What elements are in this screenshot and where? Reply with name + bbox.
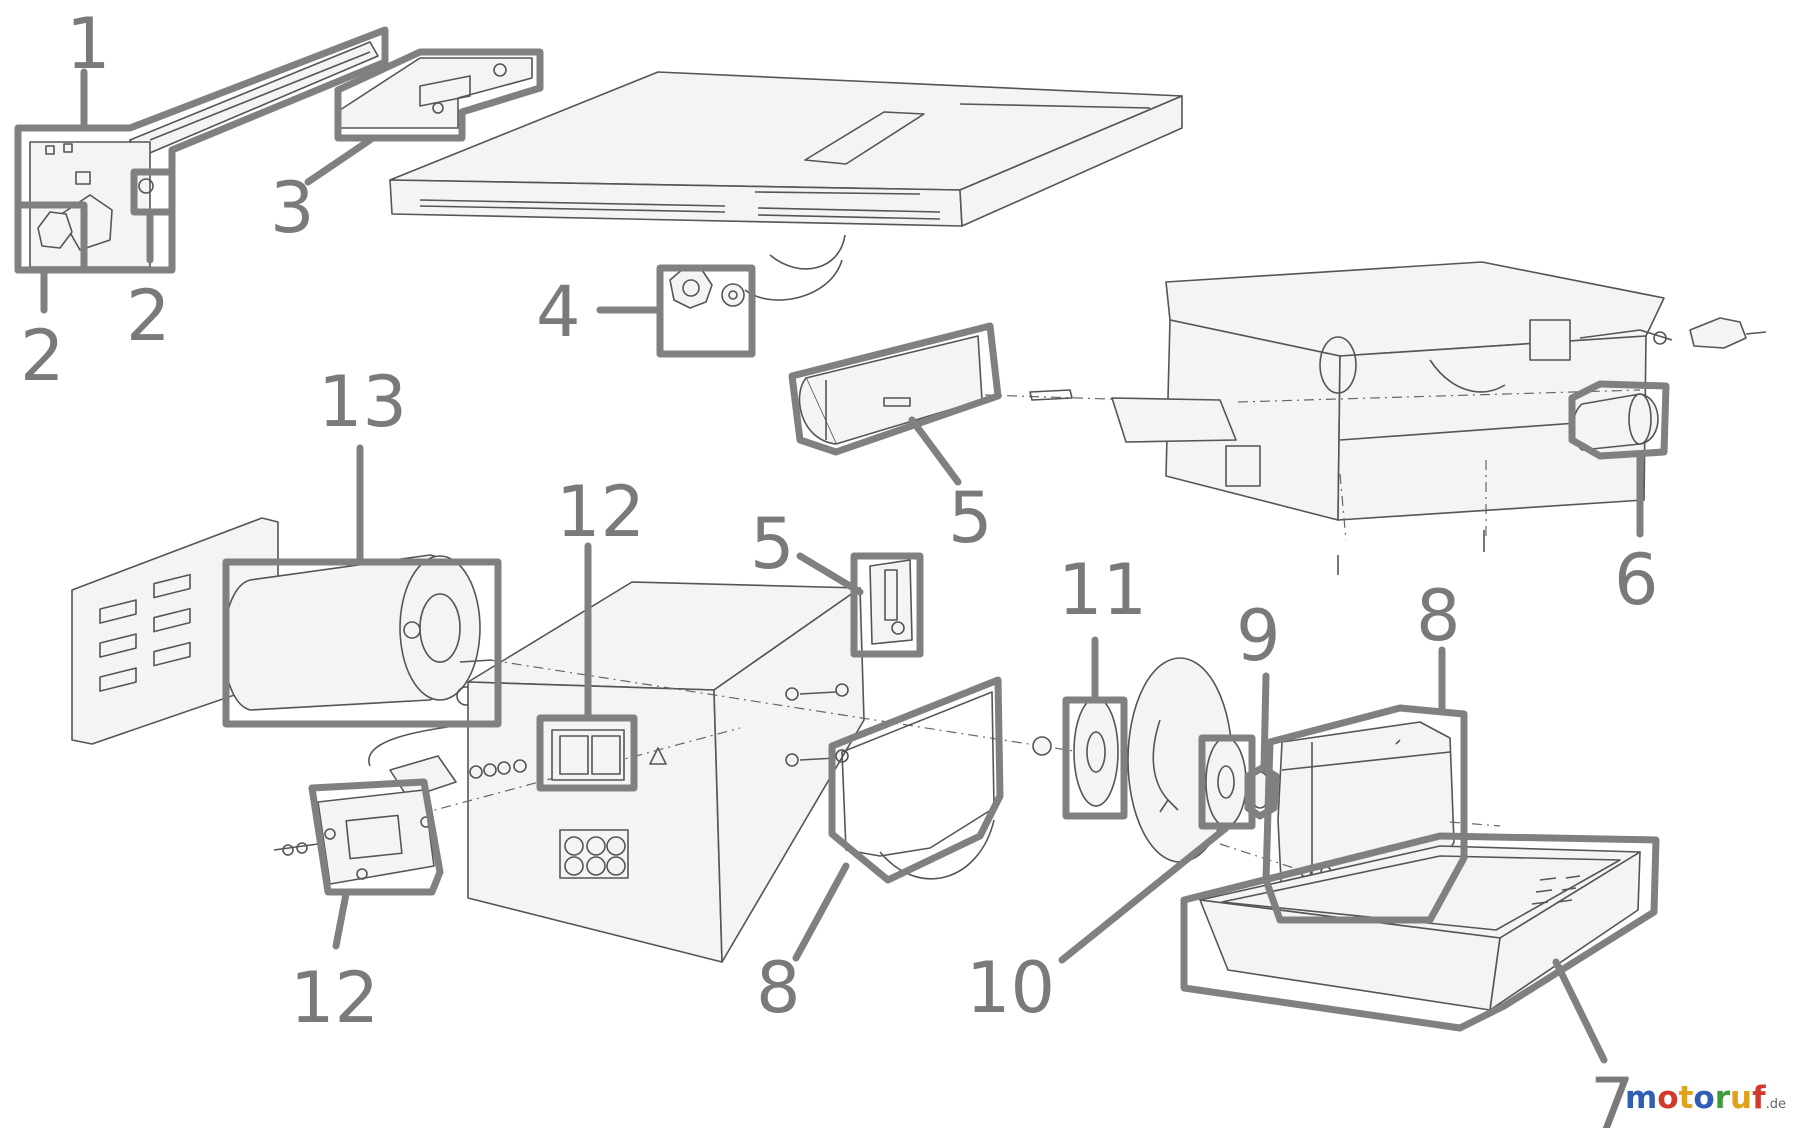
lock-knob-drawing	[669, 267, 745, 309]
logo-letter: u	[1730, 1080, 1753, 1116]
part-13-frame	[222, 444, 502, 728]
riving-bracket-drawing	[869, 559, 913, 645]
label-1: 1	[66, 3, 111, 85]
part-12-frame-b	[308, 778, 444, 950]
part-2-frame-b	[130, 168, 176, 264]
part-7-frame	[1180, 832, 1660, 1064]
logo-letter: o	[1657, 1080, 1679, 1116]
logo-letter: o	[1693, 1080, 1715, 1116]
blade-assembly-drawing	[1032, 657, 1271, 863]
label-6: 6	[1614, 539, 1659, 621]
label-5-a: 5	[948, 477, 993, 559]
logo-letter: m	[1624, 1080, 1658, 1116]
logo-letter: r	[1714, 1080, 1731, 1116]
label-5-b: 5	[750, 503, 795, 585]
label-9: 9	[1236, 595, 1281, 677]
label-2-b: 2	[126, 275, 171, 357]
label-8-b: 8	[1416, 575, 1461, 657]
logo-letter: t	[1678, 1080, 1694, 1116]
part-8-frame-b	[1262, 646, 1468, 924]
motoruf-logo: motoruf.de	[1625, 1080, 1786, 1116]
label-12-b: 12	[290, 957, 379, 1039]
part-6-frame	[1568, 380, 1670, 538]
label-8-a: 8	[756, 947, 801, 1029]
label-12-a: 12	[556, 471, 645, 553]
logo-text: motoruf	[1625, 1080, 1766, 1116]
table-top-drawing	[389, 71, 1183, 301]
part-2-frame-a	[14, 201, 88, 314]
logo-letter: f	[1752, 1080, 1766, 1116]
label-11: 11	[1058, 549, 1147, 631]
part-9-frame	[1244, 672, 1280, 820]
motor-housing-drawing	[419, 581, 1081, 963]
label-3: 3	[270, 167, 315, 249]
part-10-frame	[1058, 734, 1256, 964]
guard-bracket-drawing	[798, 335, 1141, 445]
switch-box-drawing	[273, 789, 435, 885]
part-4-frame	[596, 264, 756, 358]
label-10: 10	[966, 947, 1055, 1029]
inner-guard-drawing	[841, 691, 995, 880]
motor-drawing	[222, 554, 493, 711]
fence-clamp-drawing	[339, 57, 533, 129]
part-11-frame	[1062, 636, 1128, 820]
part-3-frame	[304, 48, 544, 186]
machine-base-drawing	[1111, 261, 1767, 575]
label-13: 13	[318, 361, 407, 443]
label-4: 4	[536, 271, 581, 353]
part-5-frame-b	[796, 552, 924, 658]
label-2-a: 2	[20, 315, 65, 397]
part-numbers: 1 2 2 3 4 5 6 13 12 5 11 9 8 12 8 10 7	[20, 3, 1659, 1130]
label-7: 7	[1590, 1063, 1635, 1130]
logo-tld: .de	[1765, 1097, 1786, 1112]
water-tray-drawing	[1199, 821, 1641, 1011]
part-5-frame-a	[788, 322, 1002, 486]
part-12-frame-a	[536, 542, 638, 792]
part-8-frame-a	[792, 676, 1004, 962]
